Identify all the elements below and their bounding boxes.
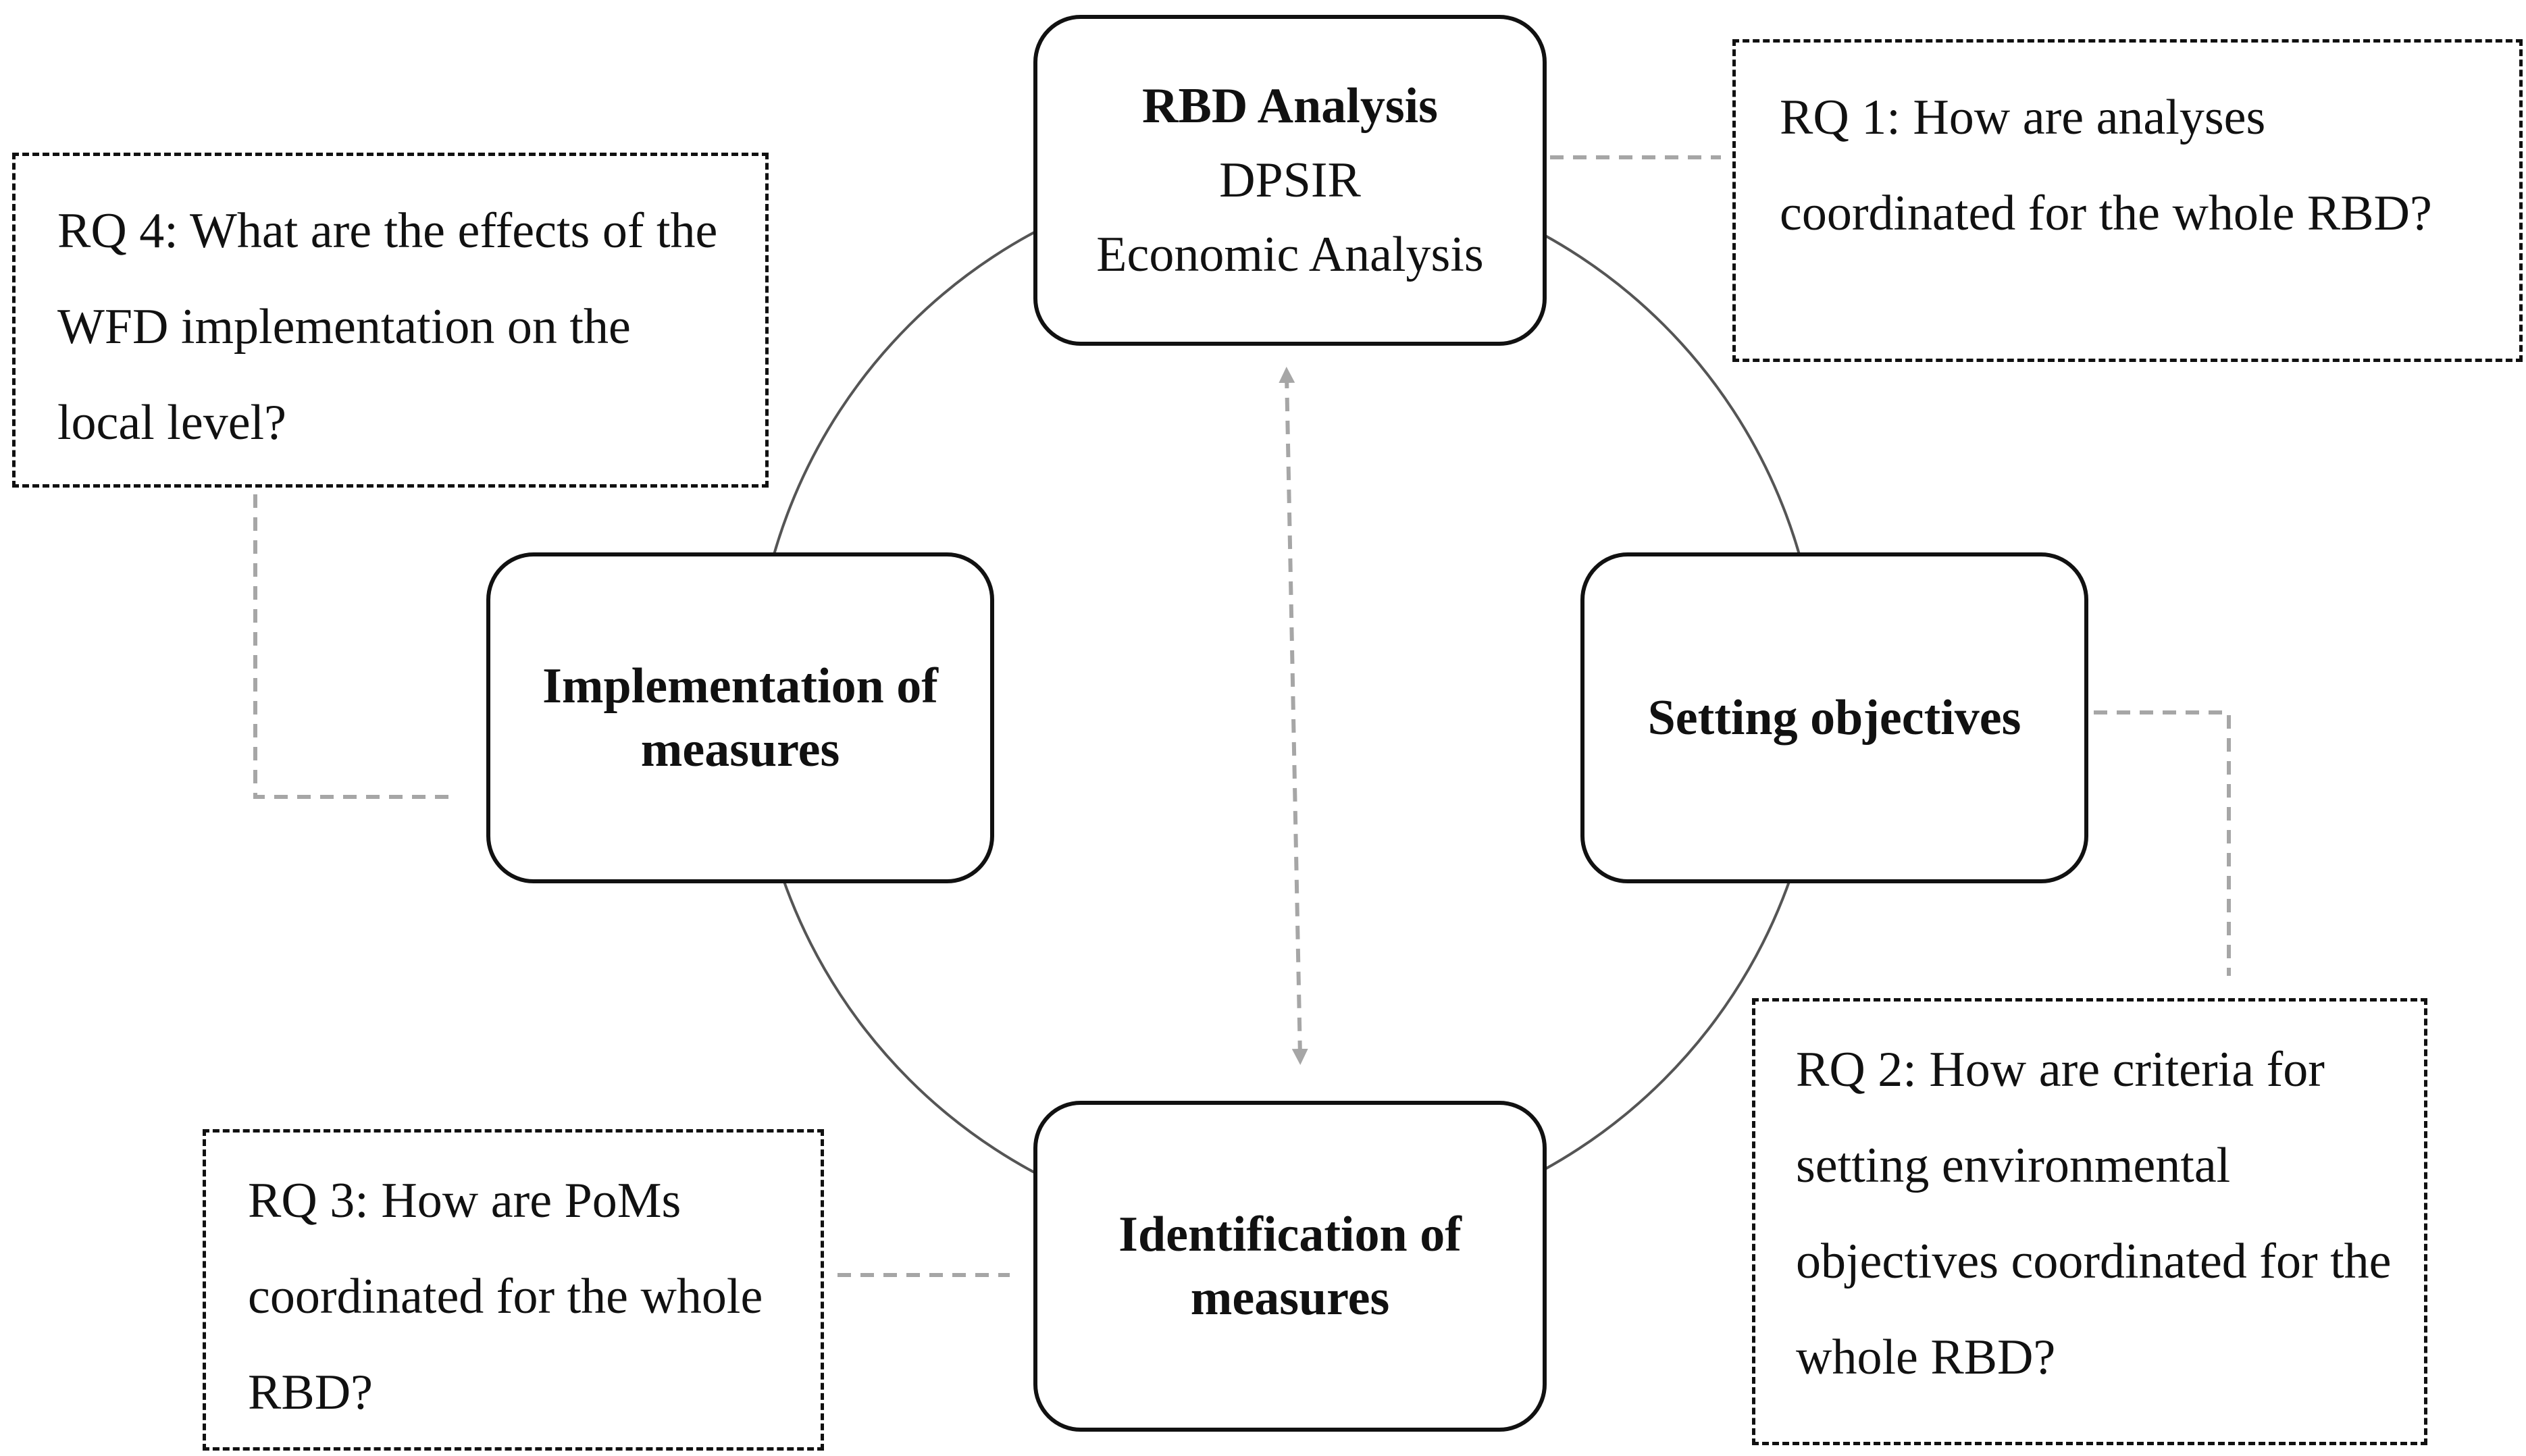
stage-identification-title: Identification of measures bbox=[1118, 1207, 1462, 1326]
analysis-identification-arrow bbox=[1279, 367, 1308, 1065]
rq4-connector bbox=[253, 494, 453, 799]
stage-rbd-analysis-dpsir: DPSIR bbox=[1219, 153, 1361, 208]
stage-rbd-analysis-economic: Economic Analysis bbox=[1096, 227, 1484, 282]
stage-implementation-of-measures: Implementation of measures bbox=[486, 552, 994, 883]
rq2-box: RQ 2: How are criteria for setting envir… bbox=[1752, 998, 2427, 1445]
rq2-connector bbox=[2094, 710, 2231, 976]
stage-setting-objectives-title: Setting objectives bbox=[1647, 690, 2021, 746]
rq3-text: RQ 3: How are PoMs coordinated for the w… bbox=[248, 1173, 763, 1420]
stage-rbd-analysis-title: RBD Analysis bbox=[1142, 78, 1438, 134]
rq4-text: RQ 4: What are the effects of the WFD im… bbox=[57, 203, 718, 450]
rq2-text: RQ 2: How are criteria for setting envir… bbox=[1796, 1042, 2392, 1385]
stage-setting-objectives: Setting objectives bbox=[1580, 552, 2088, 883]
stage-rbd-analysis: RBD Analysis DPSIR Economic Analysis bbox=[1033, 15, 1547, 346]
rq3-box: RQ 3: How are PoMs coordinated for the w… bbox=[203, 1129, 824, 1451]
stage-implementation-title: Implementation of measures bbox=[542, 658, 938, 777]
rq1-text: RQ 1: How are analyses coordinated for t… bbox=[1780, 90, 2432, 241]
rq1-box: RQ 1: How are analyses coordinated for t… bbox=[1732, 39, 2523, 362]
stage-identification-of-measures: Identification of measures bbox=[1033, 1101, 1547, 1432]
rq4-box: RQ 4: What are the effects of the WFD im… bbox=[12, 153, 769, 488]
